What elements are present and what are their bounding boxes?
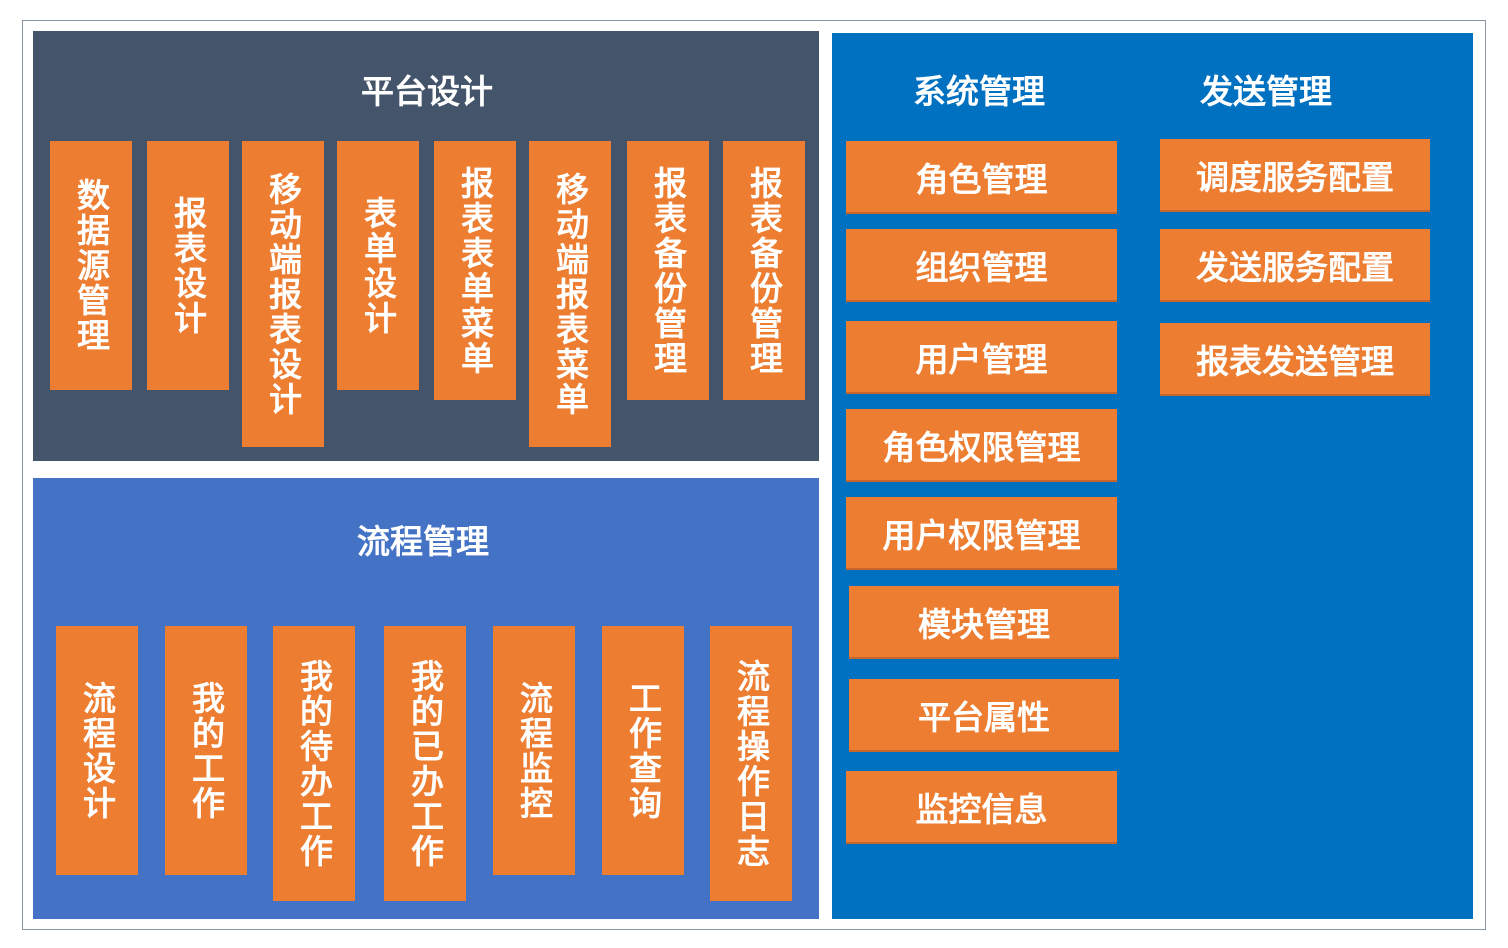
platform-item-datasource: 数据源管理 <box>50 141 132 390</box>
flow-item-label: 我的已办工作 <box>405 658 445 869</box>
system-item-role: 角色管理 <box>846 141 1117 214</box>
platform-item-label: 表单设计 <box>358 195 398 336</box>
platform-item-report-form-menu: 报表表单菜单 <box>434 141 516 400</box>
flow-item-label: 我的待办工作 <box>294 658 334 869</box>
system-item-monitor-info: 监控信息 <box>846 771 1117 844</box>
diagram-frame <box>22 20 1486 930</box>
flow-item-label: 工作查询 <box>623 680 663 821</box>
platform-item-label: 数据源管理 <box>71 178 111 353</box>
platform-item-report-backup-2: 报表备份管理 <box>723 141 805 400</box>
system-item-platform-property: 平台属性 <box>849 679 1119 752</box>
flow-management-title: 流程管理 <box>357 522 489 561</box>
platform-item-label: 移动端报表菜单 <box>550 171 590 417</box>
flow-item-my-todo: 我的待办工作 <box>273 626 355 901</box>
platform-item-label: 报表备份管理 <box>648 165 688 376</box>
platform-item-label: 报表设计 <box>168 195 208 336</box>
send-management-title: 发送管理 <box>1200 72 1332 111</box>
platform-item-report-backup-1: 报表备份管理 <box>627 141 709 400</box>
system-item-user: 用户管理 <box>846 321 1117 394</box>
system-item-module: 模块管理 <box>849 586 1119 659</box>
platform-design-title: 平台设计 <box>361 72 493 111</box>
flow-item-operation-log: 流程操作日志 <box>710 626 792 901</box>
system-item-role-permission: 角色权限管理 <box>846 409 1117 482</box>
platform-item-mobile-report-menu: 移动端报表菜单 <box>529 141 611 447</box>
flow-item-my-done: 我的已办工作 <box>384 626 466 901</box>
flow-item-monitor: 流程监控 <box>493 626 575 875</box>
flow-item-design: 流程设计 <box>56 626 138 875</box>
platform-item-report-design: 报表设计 <box>147 141 229 390</box>
flow-item-label: 流程设计 <box>77 680 117 821</box>
system-management-title: 系统管理 <box>913 72 1045 111</box>
system-item-organization: 组织管理 <box>846 229 1117 302</box>
platform-item-label: 报表表单菜单 <box>455 165 495 376</box>
send-item-schedule-config: 调度服务配置 <box>1160 139 1430 212</box>
flow-item-label: 流程监控 <box>514 680 554 821</box>
platform-item-form-design: 表单设计 <box>337 141 419 390</box>
platform-item-mobile-report-design: 移动端报表设计 <box>242 141 324 447</box>
flow-item-my-work: 我的工作 <box>165 626 247 875</box>
platform-item-label: 报表备份管理 <box>744 165 784 376</box>
send-item-report-send: 报表发送管理 <box>1160 323 1430 396</box>
send-item-send-config: 发送服务配置 <box>1160 229 1430 302</box>
flow-item-label: 我的工作 <box>186 680 226 821</box>
flow-item-work-query: 工作查询 <box>602 626 684 875</box>
system-item-user-permission: 用户权限管理 <box>846 497 1117 570</box>
flow-item-label: 流程操作日志 <box>731 658 771 869</box>
platform-item-label: 移动端报表设计 <box>263 171 303 417</box>
